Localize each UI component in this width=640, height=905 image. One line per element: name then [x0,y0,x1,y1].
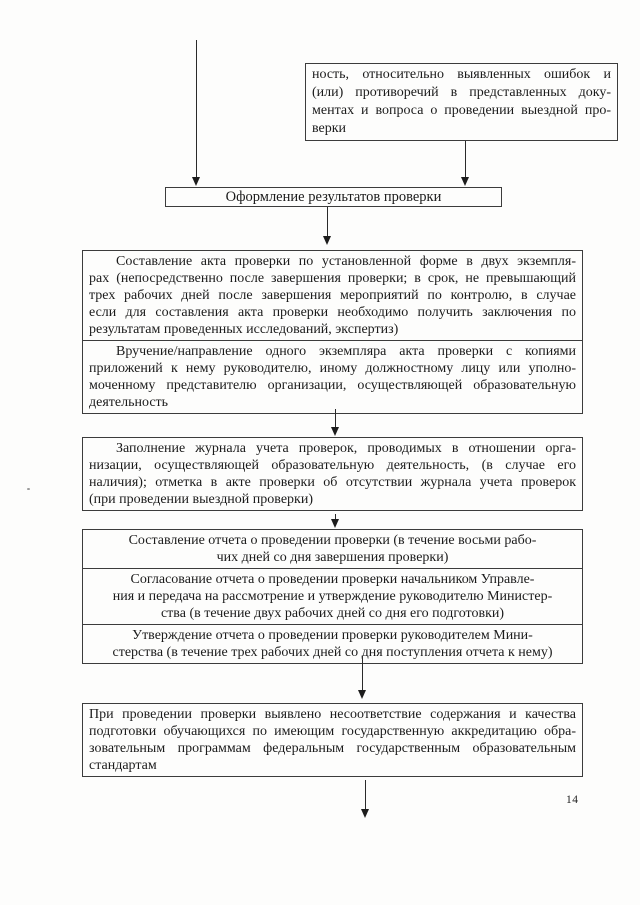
arrow-down-icon [323,236,331,245]
text-line: чих дней со дня завершения проверки) [216,550,449,565]
arrow-down-icon [331,427,339,436]
text-line: наличия); отметка в акте проверки об отс… [89,475,576,490]
arrow-line [327,207,328,237]
text-line: зовательным программам федеральным госуд… [89,741,576,756]
text-line: верки [312,121,347,136]
text-line: Утверждение отчета о проведении проверки… [132,628,533,643]
text-line: моченному представителю организации, осу… [89,378,576,393]
report-drafting-section: Составление отчета о проведении проверки… [83,530,582,568]
arrow-down-icon [358,690,366,699]
text-line: низации, осуществляющей образовательную … [89,458,576,473]
journal-text: Заполнение журнала учета проверок, прово… [83,438,582,510]
text-line: ния и передача на рассмотрение и утвержд… [112,589,553,604]
page-number: 14 [566,794,579,806]
carryover-text: ность, относительно выявленных ошибок и (… [306,64,617,140]
text-line: (при проведении выездной проверки) [89,492,313,507]
arrow-down-icon [461,177,469,186]
text-line: стерства (в течение трех рабочих дней со… [112,645,553,660]
arrow-down-icon [361,809,369,818]
text-line: трех рабочих дней после завершения мероп… [89,288,576,303]
arrow-line [465,141,466,178]
text-line: ность, относительно выявленных ошибок и [312,67,611,82]
text-line: стандартам [89,758,157,773]
report-box: Составление отчета о проведении проверки… [82,529,583,664]
text-line: При проведении проверки выявлено несоотв… [89,707,576,722]
act-delivery-section: Вручение/направление одного экземпляра а… [83,340,582,413]
text-line: если для составления акта проверки необх… [89,305,576,320]
text-line: ментах и вопроса о проведении выездной п… [312,103,611,118]
arrow-line [335,514,336,520]
report-approval-section: Согласование отчета о проведении проверк… [83,568,582,624]
carryover-box: ность, относительно выявленных ошибок и (… [305,63,618,141]
scan-artifact [27,488,30,490]
arrow-line [362,656,363,691]
arrow-line [335,409,336,428]
arrow-down-icon [192,177,200,186]
text-line: приложений к нему руководителю, иному до… [89,361,576,376]
act-box: Составление акта проверки по установленн… [82,250,583,414]
arrow-line [365,780,366,810]
text-line: подготовки обучающихся по имеющим госуда… [89,724,576,739]
text-line: Составление отчета о проведении проверки… [128,533,537,548]
stage-header-box: Оформление результатов проверки [165,187,502,207]
text-line: результатам проведенных исследований, эк… [89,322,399,337]
noncompliance-box: При проведении проверки выявлено несоотв… [82,703,583,777]
text-line: Составление акта проверки по установленн… [116,254,576,269]
text-line: рах (непосредственно после завершения пр… [89,271,576,286]
text-line: (или) противоречий в представленных доку… [312,85,611,100]
report-confirmation-section: Утверждение отчета о проведении проверки… [83,624,582,663]
text-line: деятельность [89,395,169,410]
noncompliance-text: При проведении проверки выявлено несоотв… [83,704,582,776]
stage-header-label: Оформление результатов проверки [225,188,442,205]
arrow-line [196,40,197,178]
text-line: ства (в течение двух рабочих дней со дня… [160,606,505,621]
text-line: Согласование отчета о проведении проверк… [130,572,535,587]
text-line: Заполнение журнала учета проверок, прово… [116,441,576,456]
act-drafting-section: Составление акта проверки по установленн… [83,251,582,340]
text-line: Вручение/направление одного экземпляра а… [116,344,576,359]
journal-box: Заполнение журнала учета проверок, прово… [82,437,583,511]
arrow-down-icon [331,519,339,528]
